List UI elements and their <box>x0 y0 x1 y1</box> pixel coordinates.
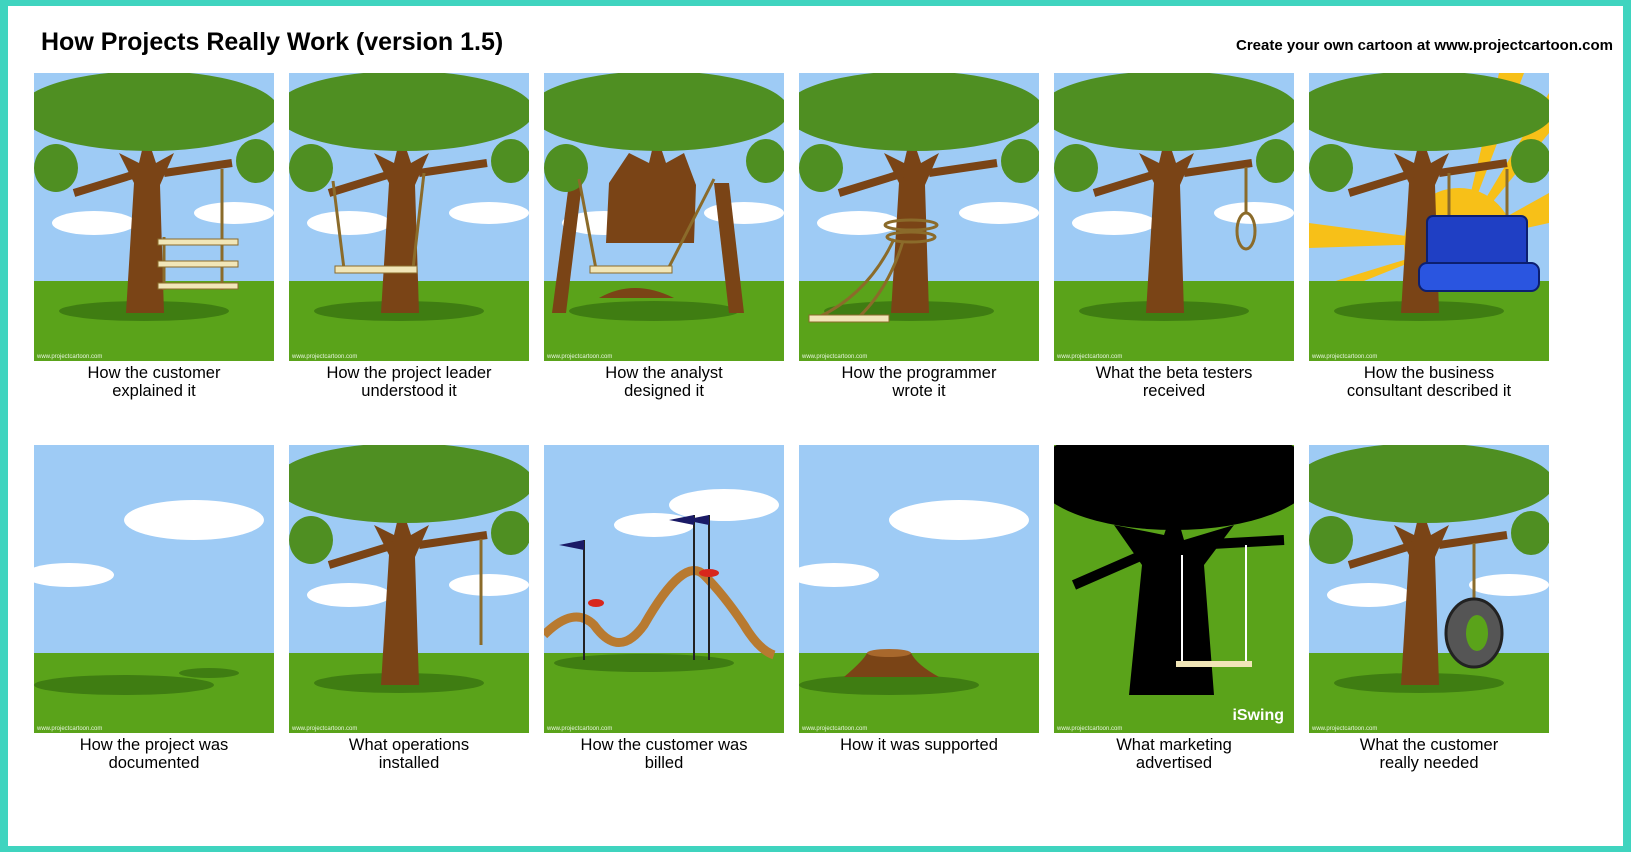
panel-marketing: iSwing www.projectcartoon.com <box>1054 445 1294 733</box>
caption-line: How the analyst <box>605 364 723 382</box>
caption-beta-testers: What the beta testers received <box>1044 364 1304 400</box>
panel-programmer: www.projectcartoon.com <box>799 73 1039 361</box>
panel-customer-explained: www.projectcartoon.com <box>34 73 274 361</box>
caption-business-consultant: How the business consultant described it <box>1299 364 1559 400</box>
caption-line: billed <box>644 754 684 772</box>
panel-billed: www.projectcartoon.com <box>544 445 784 733</box>
caption-line: How the project leader <box>326 364 492 382</box>
watermark: www.projectcartoon.com <box>547 354 613 360</box>
caption-line: How the project was <box>79 736 229 754</box>
caption-line: installed <box>378 754 440 772</box>
watermark: www.projectcartoon.com <box>1312 354 1378 360</box>
panel-analyst: www.projectcartoon.com <box>544 73 784 361</box>
watermark: www.projectcartoon.com <box>1057 726 1123 732</box>
caption-marketing: What marketing advertised <box>1044 736 1304 772</box>
caption-line: advertised <box>1135 754 1213 772</box>
watermark: www.projectcartoon.com <box>1057 354 1123 360</box>
caption-line: How the business <box>1363 364 1495 382</box>
caption-line: How it was supported <box>840 736 998 754</box>
page-title: How Projects Really Work (version 1.5) <box>41 28 504 56</box>
roller-coaster-icon <box>544 489 784 733</box>
tree-tire-swing-icon <box>1309 445 1549 733</box>
panel-operations: www.projectcartoon.com <box>289 445 529 733</box>
silhouette-tree-swing-icon <box>1054 445 1294 733</box>
caption-really-needed: What the customer really needed <box>1299 736 1559 772</box>
panel-project-leader: www.projectcartoon.com <box>289 73 529 361</box>
watermark: www.projectcartoon.com <box>547 726 613 732</box>
tree-noose-icon <box>1054 73 1294 361</box>
caption-project-leader: How the project leader understood it <box>279 364 539 400</box>
panel-business-consultant: www.projectcartoon.com <box>1309 73 1549 361</box>
watermark: www.projectcartoon.com <box>1312 726 1378 732</box>
brand-logo: iSwing <box>1232 707 1284 724</box>
caption-line: How the programmer <box>841 364 997 382</box>
panel-really-needed: www.projectcartoon.com <box>1309 445 1549 733</box>
caption-line: received <box>1142 382 1206 400</box>
cartoon-sheet: How Projects Really Work (version 1.5) C… <box>8 6 1623 846</box>
caption-line: documented <box>108 754 200 772</box>
stump-icon <box>799 500 1039 733</box>
caption-line: wrote it <box>892 382 946 400</box>
caption-line: What the customer <box>1359 736 1499 754</box>
empty-field-icon <box>34 500 274 733</box>
tree-swing-icon <box>34 73 274 361</box>
watermark: www.projectcartoon.com <box>37 354 103 360</box>
caption-billed: How the customer was billed <box>534 736 794 772</box>
caption-operations: What operations installed <box>279 736 539 772</box>
watermark: www.projectcartoon.com <box>292 354 358 360</box>
watermark: www.projectcartoon.com <box>292 726 358 732</box>
panel-supported: www.projectcartoon.com <box>799 445 1039 733</box>
caption-line: understood it <box>361 382 457 400</box>
caption-supported: How it was supported <box>789 736 1049 754</box>
caption-line: designed it <box>624 382 704 400</box>
tree-rope-icon <box>799 73 1039 361</box>
caption-line: What marketing <box>1116 736 1232 754</box>
caption-line: What the beta testers <box>1095 364 1253 382</box>
caption-programmer: How the programmer wrote it <box>789 364 1049 400</box>
caption-line: How the customer <box>87 364 221 382</box>
caption-line: How the customer was <box>580 736 748 754</box>
watermark: www.projectcartoon.com <box>802 726 868 732</box>
tree-swing-icon <box>289 73 529 361</box>
caption-line: consultant described it <box>1346 382 1512 400</box>
caption-line: What operations <box>348 736 470 754</box>
tree-armchair-icon <box>1309 73 1549 361</box>
tree-rope-icon <box>289 445 529 733</box>
watermark: www.projectcartoon.com <box>802 354 868 360</box>
credit-text: Create your own cartoon at www.projectca… <box>1235 37 1613 54</box>
caption-customer-explained: How the customer explained it <box>24 364 284 400</box>
panel-beta-testers: www.projectcartoon.com <box>1054 73 1294 361</box>
watermark: www.projectcartoon.com <box>37 726 103 732</box>
caption-documented: How the project was documented <box>24 736 284 772</box>
caption-line: really needed <box>1379 754 1479 772</box>
tree-cut-swing-icon <box>544 73 784 361</box>
panel-documented: www.projectcartoon.com <box>34 445 274 733</box>
caption-line: explained it <box>112 382 196 400</box>
caption-analyst: How the analyst designed it <box>534 364 794 400</box>
